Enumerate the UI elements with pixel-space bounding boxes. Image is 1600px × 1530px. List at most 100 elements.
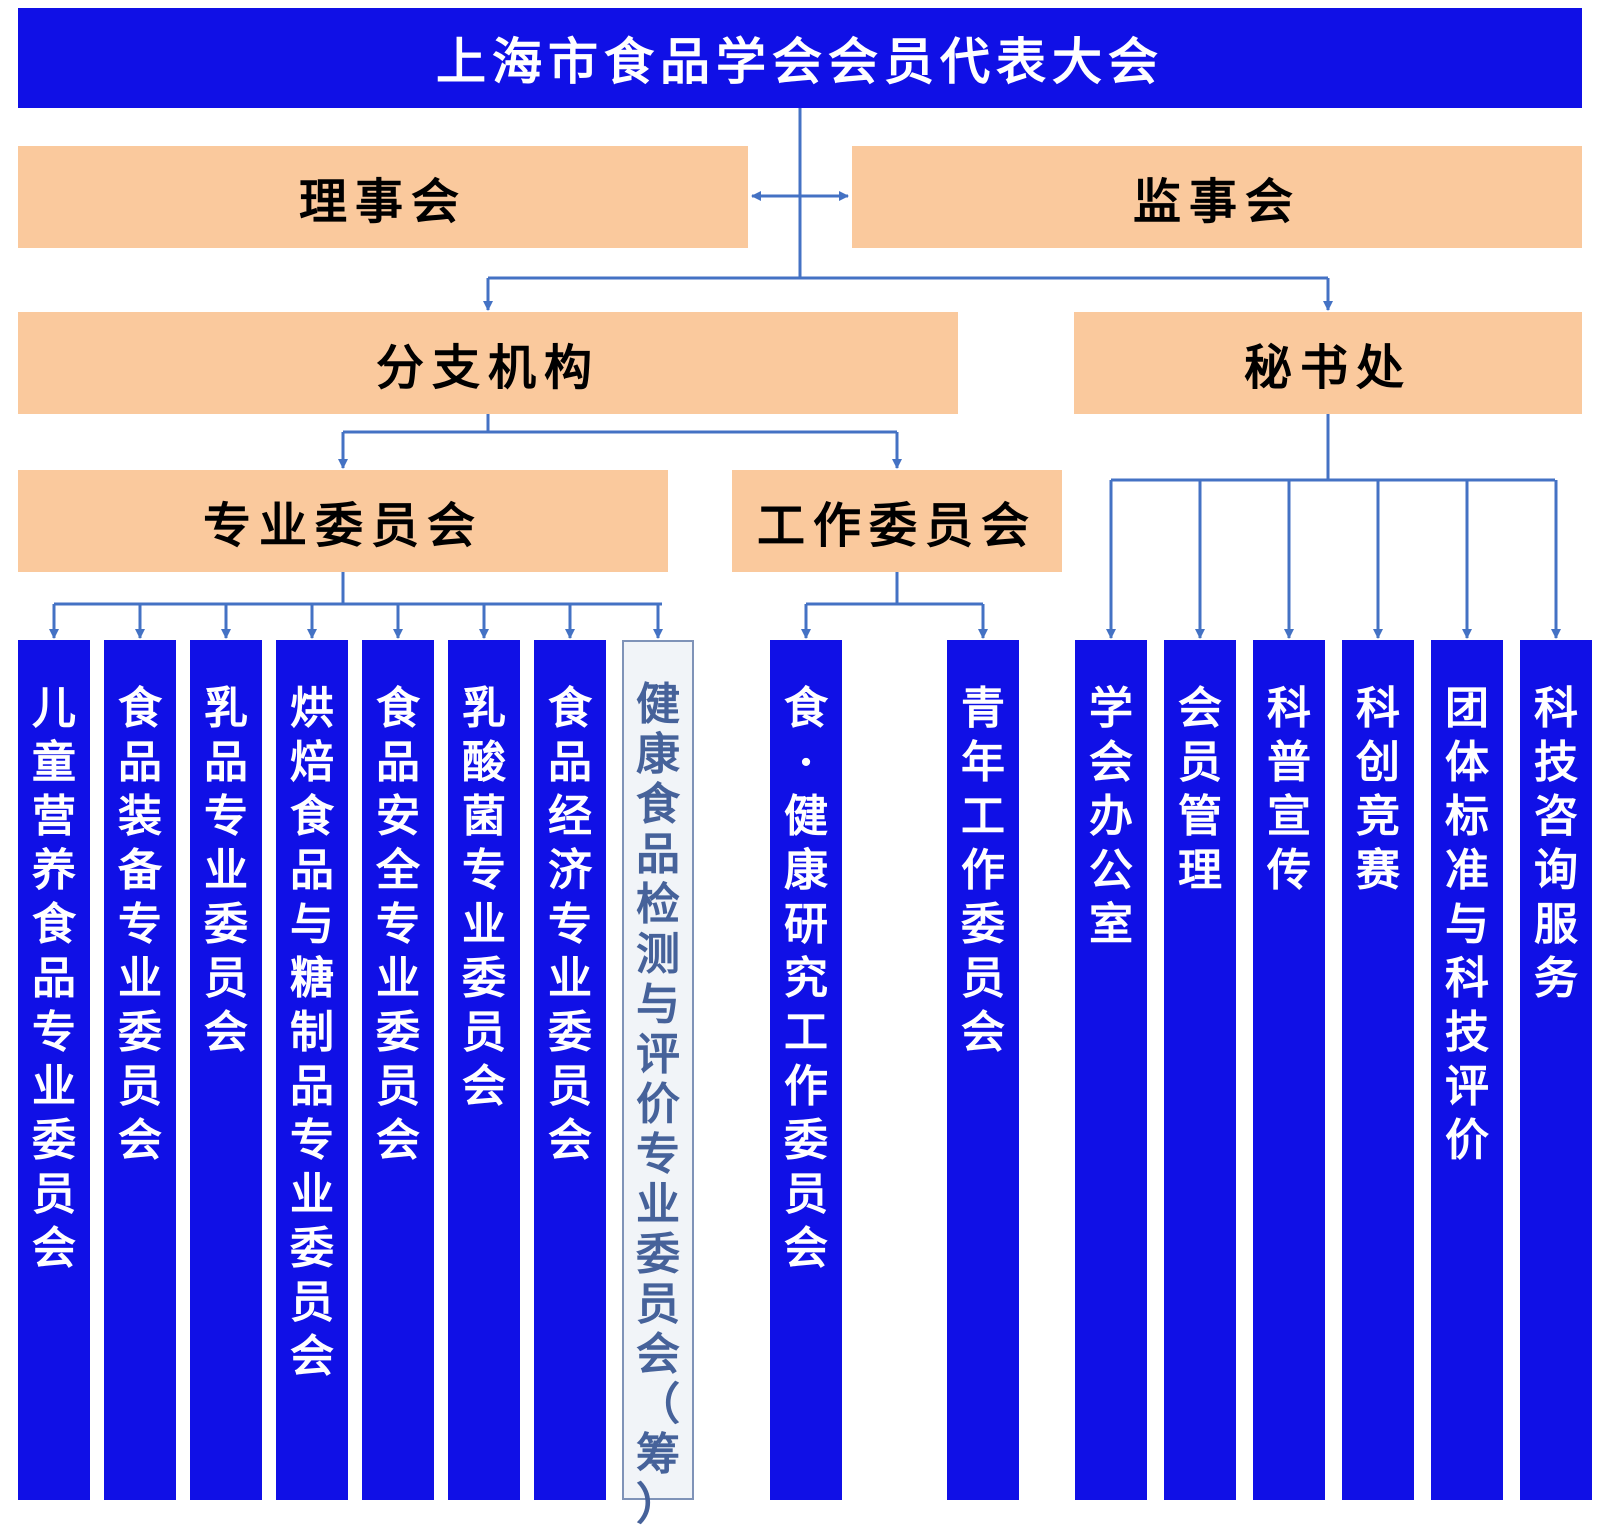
secretariat-unit-2-char: 科 [1267,683,1311,734]
secretariat-unit-0-char: 会 [1089,737,1133,788]
professional-committee-0-char: 专 [32,1007,76,1058]
work-committee-0-char: 作 [784,1061,828,1112]
professional-committee-2-char: 品 [204,737,248,788]
professional-committee-4-char: 业 [376,953,420,1004]
branches-box: 分支机构 [18,312,958,414]
professional-committee-7-char: 检 [636,879,680,930]
secretariat-unit-4-char: 技 [1445,1007,1489,1058]
professional-committee-3-char: 品 [290,845,334,896]
secretariat-unit-1: 会员管理 [1164,640,1236,1500]
secretariat-unit-4-char: 团 [1445,683,1489,734]
work-committee-0-char: · [798,737,814,788]
professional-committee-3-char: 专 [290,1115,334,1166]
professional-committee-1-char: 委 [118,1007,162,1058]
secretariat-label: 秘书处 [1243,340,1412,396]
work-committee-1-char: 员 [961,953,1005,1004]
professional-committee-3-char: 糖 [290,953,334,1004]
work-committee-0-char: 究 [784,953,828,1004]
secretariat-unit-4-char: 标 [1445,791,1489,842]
professional-committee-1-char: 专 [118,899,162,950]
professional-committee-1-char: 装 [118,791,162,842]
professional-committee-7-char: 康 [636,729,680,780]
professional-committee-5-char: 业 [462,899,506,950]
professional-committee-4: 食品安全专业委员会 [362,640,434,1500]
council-box: 理事会 [18,146,748,248]
professional-committee-1-char: 备 [118,845,162,896]
secretariat-unit-5-char: 咨 [1534,791,1578,842]
professional-committee-0-char: 营 [32,791,76,842]
professional-committee-6-char: 专 [548,899,592,950]
secretariat-unit-3-char: 创 [1356,737,1400,788]
professional-committee-0: 儿童营养食品专业委员会 [18,640,90,1500]
professional-committee-2-char: 会 [204,1007,248,1058]
work-committee-0-char: 会 [784,1223,828,1274]
professional-committee-4-char: 员 [376,1061,420,1112]
work-committee-label: 工作委员会 [756,498,1037,554]
secretariat-unit-5-char: 务 [1534,953,1578,1004]
professional-committee-5-char: 专 [462,845,506,896]
secretariat-unit-0-char: 公 [1089,845,1133,896]
professional-committee-6-char: 业 [548,953,592,1004]
professional-committee-2-char: 委 [204,899,248,950]
work-committee-1-char: 年 [961,737,1005,788]
professional-committee-0-char: 品 [32,953,76,1004]
professional-committee-5-char: 乳 [462,683,506,734]
professional-committee-7-char: 筹 [636,1429,680,1480]
secretariat-unit-4-char: 价 [1445,1115,1489,1166]
secretariat-box: 秘书处 [1074,312,1582,414]
professional-committee-3-char: 制 [290,1007,334,1058]
work-committee-1-char: 工 [961,791,1005,842]
professional-committee-7-char: （ [636,1379,680,1430]
professional-committee-6-char: 会 [548,1115,592,1166]
member-congress-box: 上海市食品学会会员代表大会 [18,8,1582,108]
work-committee-0-char: 食 [784,683,828,734]
professional-committee-7-char: 食 [636,779,680,830]
secretariat-unit-4-char: 评 [1445,1061,1489,1112]
secretariat-unit-0-char: 办 [1089,791,1133,842]
secretariat-unit-2: 科普宣传 [1253,640,1325,1500]
professional-committee-3-char: 食 [290,791,334,842]
work-committee-0-char: 工 [784,1007,828,1058]
professional-committee-6: 食品经济专业委员会 [534,640,606,1500]
secretariat-unit-4-char: 体 [1445,737,1489,788]
professional-committee-0-char: 员 [32,1169,76,1220]
professional-committee-1-char: 会 [118,1115,162,1166]
supervisors-label: 监事会 [1132,174,1301,230]
branches-label: 分支机构 [375,340,600,396]
professional-committee-7-char: 品 [636,829,680,880]
professional-committee-4-char: 专 [376,899,420,950]
professional-committee-5: 乳酸菌专业委员会 [448,640,520,1500]
professional-committee-5-char: 菌 [462,791,506,842]
member-congress-title: 上海市食品学会会员代表大会 [436,32,1164,91]
professional-committee-4-char: 委 [376,1007,420,1058]
secretariat-unit-5-char: 服 [1534,899,1578,950]
professional-committee-4-char: 全 [376,845,420,896]
professional-committee-7-char: 价 [636,1079,680,1130]
professional-committee-7: 健康食品检测与评价专业委员会（筹） [622,640,694,1530]
work-committee-1-char: 青 [961,683,1005,734]
professional-committee-2-char: 员 [204,953,248,1004]
professional-committee-0-char: 食 [32,899,76,950]
professional-committee-0-char: 童 [32,737,76,788]
professional-committee-7-char: 会 [636,1329,680,1380]
secretariat-unit-2-char: 传 [1267,845,1311,896]
work-committee-1: 青年工作委员会 [947,640,1019,1500]
secretariat-unit-0: 学会办公室 [1075,640,1147,1500]
secretariat-unit-0-char: 学 [1089,683,1133,734]
professional-committee-7-char: 专 [636,1129,680,1180]
secretariat-unit-4-char: 准 [1445,845,1489,896]
professional-committee-label: 专业委员会 [202,498,483,554]
professional-committee-3: 烘焙食品与糖制品专业委员会 [276,640,348,1500]
secretariat-unit-3-char: 竞 [1356,791,1400,842]
secretariat-unit-5-char: 科 [1534,683,1578,734]
professional-committee-6-char: 经 [548,791,592,842]
professional-committee-6-char: 济 [548,845,592,896]
secretariat-unit-5-char: 技 [1534,737,1578,788]
secretariat-unit-1-char: 员 [1178,737,1222,788]
secretariat-unit-4: 团体标准与科技评价 [1431,640,1503,1500]
professional-committee-6-char: 食 [548,683,592,734]
professional-committee-5-char: 会 [462,1061,506,1112]
professional-committee-5-char: 员 [462,1007,506,1058]
work-committee-0-char: 健 [784,791,828,842]
